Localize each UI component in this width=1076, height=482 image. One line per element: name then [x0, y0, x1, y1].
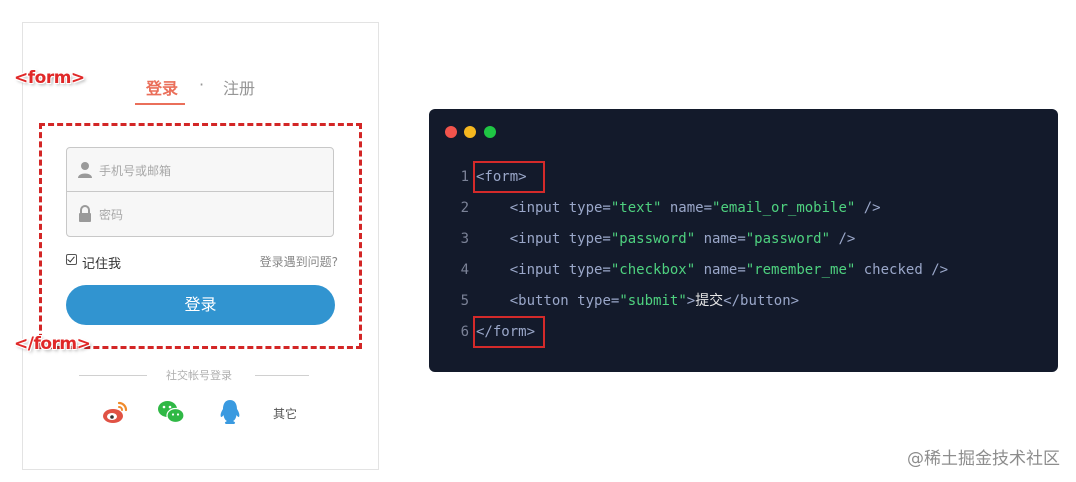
- code-token: type=: [577, 293, 620, 309]
- code-token: <form>: [476, 169, 527, 185]
- code-line: 5 <button type="submit">提交</button>: [429, 289, 1058, 313]
- code-token: <input: [476, 231, 569, 247]
- maximize-window-dot: [484, 126, 496, 138]
- code-token: name=: [661, 200, 713, 216]
- code-token: name=: [695, 262, 746, 278]
- code-token: type=: [568, 231, 611, 247]
- divider-line-right: [255, 375, 309, 376]
- code-token: name=: [695, 231, 746, 247]
- code-token: <input: [476, 200, 569, 216]
- wechat-icon[interactable]: [157, 399, 185, 425]
- code-token: "text": [610, 200, 662, 216]
- code-token: "email_or_mobile": [712, 200, 856, 216]
- social-login-row: 其它: [23, 399, 378, 429]
- tab-active-underline: [135, 103, 185, 105]
- other-login-label[interactable]: 其它: [273, 407, 298, 421]
- code-token: </button>: [723, 293, 800, 309]
- code-text: <input type="checkbox" name="remember_me…: [476, 258, 948, 282]
- code-editor-window: 1<form>2 <input type="text" name="email_…: [429, 109, 1058, 372]
- form-close-annotation: </form>: [14, 334, 91, 354]
- minimize-window-dot: [464, 126, 476, 138]
- close-window-dot: [445, 126, 457, 138]
- code-token: 提交: [695, 293, 724, 309]
- code-text: <form>: [476, 165, 527, 189]
- form-close-highlight: [473, 316, 545, 348]
- code-token: <input: [476, 262, 569, 278]
- password-placeholder: 密码: [99, 208, 124, 222]
- line-number: 6: [460, 324, 469, 340]
- watermark: @稀土掘金技术社区: [907, 449, 1060, 469]
- code-line: 3 <input type="password" name="password"…: [429, 227, 1058, 251]
- line-number: 5: [460, 293, 469, 309]
- login-card: 登录 · 注册 手机号或邮箱 密码 记住我 登录遇到问题? 登录 社交帐号登录: [22, 22, 379, 470]
- credentials-input-group: 手机号或邮箱 密码: [66, 147, 334, 237]
- form-open-annotation: <form>: [14, 68, 85, 88]
- divider-line-left: [79, 375, 147, 376]
- form-open-highlight: [473, 161, 545, 193]
- code-token: "remember_me": [745, 262, 856, 278]
- code-token: "submit": [619, 293, 687, 309]
- username-field[interactable]: 手机号或邮箱: [67, 148, 333, 192]
- code-token: />: [922, 262, 949, 278]
- code-text: <input type="text" name="email_or_mobile…: [476, 196, 881, 220]
- code-text: <input type="password" name="password" /…: [476, 227, 856, 251]
- line-number: 1: [460, 169, 469, 185]
- code-text: <button type="submit">提交</button>: [476, 289, 799, 313]
- tab-login[interactable]: 登录: [145, 79, 178, 98]
- tab-register[interactable]: 注册: [223, 79, 256, 98]
- login-tabs: 登录 · 注册: [23, 75, 378, 105]
- code-token: />: [830, 231, 856, 247]
- line-number: 4: [460, 262, 469, 278]
- password-field[interactable]: 密码: [67, 192, 333, 236]
- code-token: type=: [568, 262, 611, 278]
- code-token: checked: [855, 262, 923, 278]
- user-icon: [78, 162, 92, 178]
- code-token: >: [686, 293, 696, 309]
- code-line: 1 <form>: [429, 165, 1058, 189]
- line-number: 3: [460, 231, 469, 247]
- qq-icon[interactable]: [216, 399, 244, 425]
- code-token: "password": [610, 231, 696, 247]
- form-annotation-outline: [39, 123, 362, 349]
- line-number: 2: [460, 200, 469, 216]
- code-token: </form>: [476, 324, 536, 340]
- login-help-link[interactable]: 登录遇到问题?: [259, 255, 338, 269]
- code-line: 6 </form>: [429, 320, 1058, 344]
- code-token: "password": [745, 231, 831, 247]
- code-token: />: [855, 200, 881, 216]
- code-line: 2 <input type="text" name="email_or_mobi…: [429, 196, 1058, 220]
- social-login-divider: 社交帐号登录: [23, 367, 378, 387]
- social-login-title: 社交帐号登录: [166, 369, 232, 382]
- login-submit-button[interactable]: 登录: [66, 285, 335, 325]
- code-text: </form>: [476, 320, 535, 344]
- remember-row: 记住我 登录遇到问题?: [66, 251, 338, 272]
- remember-label: 记住我: [82, 257, 122, 272]
- tab-separator: ·: [199, 75, 205, 94]
- code-line: 4 <input type="checkbox" name="remember_…: [429, 258, 1058, 282]
- lock-icon: [79, 205, 91, 222]
- code-token: type=: [568, 200, 611, 216]
- username-placeholder: 手机号或邮箱: [99, 164, 172, 178]
- code-token: "checkbox": [610, 262, 696, 278]
- remember-checkbox[interactable]: [66, 254, 77, 265]
- code-token: <button: [476, 293, 578, 309]
- weibo-icon[interactable]: [101, 399, 129, 425]
